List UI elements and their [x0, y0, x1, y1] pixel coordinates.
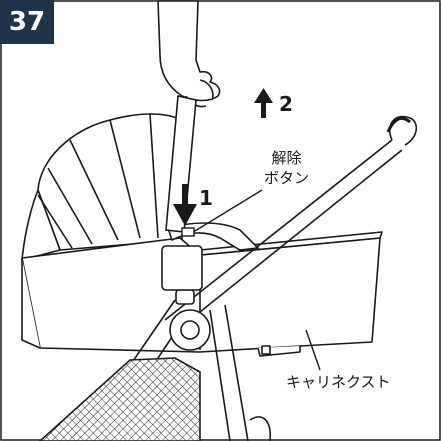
carrycot-pointer: [305, 329, 321, 371]
step-2-label: 2: [279, 92, 293, 116]
carrycot-canopy: [21, 113, 183, 261]
release-button: [181, 227, 195, 237]
step-number-badge: 37: [0, 0, 54, 44]
release-button-label-text: 解除 ボタン: [264, 149, 310, 187]
arrow-down-icon: [173, 184, 197, 226]
step-1-label: 1: [199, 186, 213, 210]
release-button-label: 解除 ボタン: [264, 148, 309, 188]
storage-basket: [38, 357, 201, 441]
hand: [157, 0, 221, 108]
release-button-pointer: [189, 189, 263, 235]
carrycot-body: [21, 231, 383, 357]
arrow-up-icon: [254, 88, 273, 118]
carrycot-label: キャリネクスト: [286, 373, 391, 391]
hinge-joint: [161, 245, 211, 351]
